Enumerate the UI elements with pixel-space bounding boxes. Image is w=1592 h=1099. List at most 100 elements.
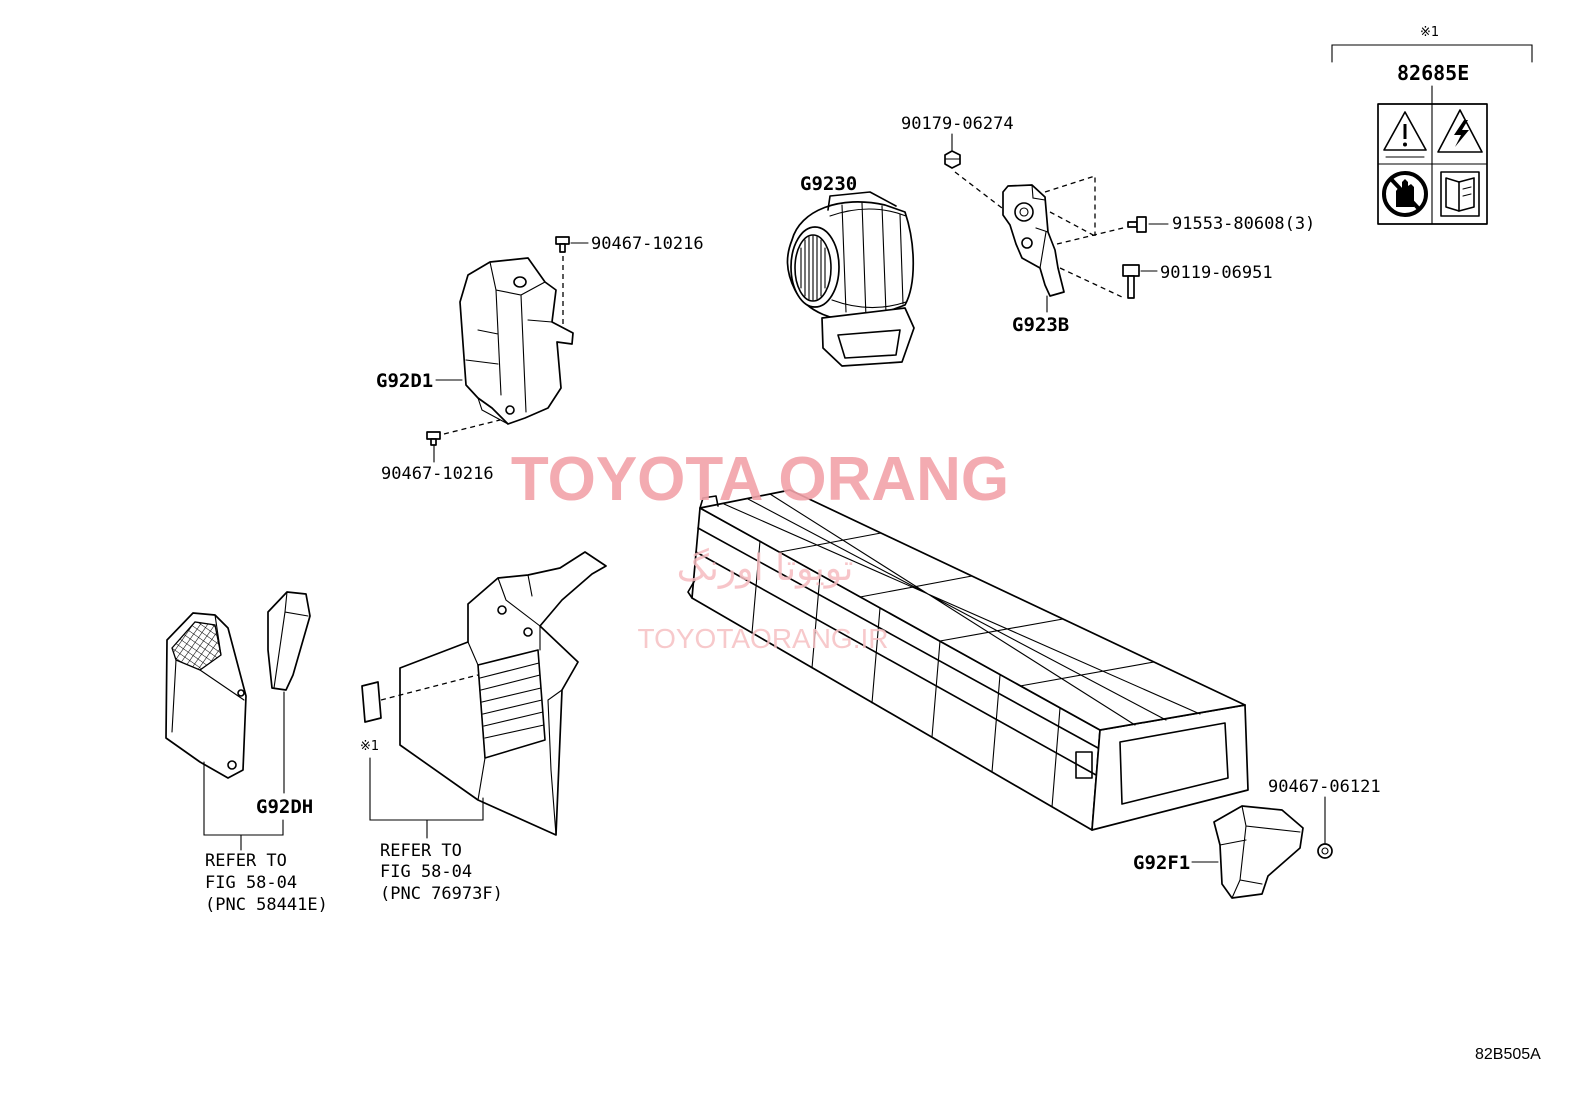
part-label-nut: 90179-06274 xyxy=(901,114,1014,134)
part-label-clip-right: 90467-06121 xyxy=(1268,777,1381,797)
bolt-head xyxy=(1122,264,1140,277)
part-label-bolt: 90119-06951 xyxy=(1160,263,1273,283)
ref-center-line1: REFER TO xyxy=(380,841,462,861)
bracket-group: G923B xyxy=(1002,175,1128,336)
duct-upper-tab-hole xyxy=(505,405,515,415)
duct-lower-edges xyxy=(1219,805,1301,899)
note-bracket xyxy=(1331,44,1533,63)
manual-right-page xyxy=(1458,177,1475,212)
watermark-main: TOYOTA ORANG xyxy=(511,445,1009,514)
nut-group: 90179-06274 xyxy=(901,114,1014,209)
voltage-triangle-shape xyxy=(1437,109,1483,153)
ref-center-line3: (PNC 76973F) xyxy=(380,884,503,904)
battery-top-ridges xyxy=(723,493,1201,726)
battery-harness xyxy=(695,527,1099,776)
duct-lower-group: 90467-06121 G92F1 xyxy=(1133,777,1381,899)
ref-bracket-center xyxy=(369,757,484,839)
trim-panel-body xyxy=(399,551,607,836)
trim-panel-hole-1 xyxy=(497,605,507,615)
clip-upper-head xyxy=(555,236,570,245)
screw-head xyxy=(1136,216,1147,233)
note-mark-top: ※1 xyxy=(1420,25,1439,40)
ref-bracket-left xyxy=(203,761,284,851)
caution-label-group: ※1 82685E xyxy=(1331,25,1533,225)
watermark: TOYOTA ORANG تویوتا اورنگ TOYOTAORANG.IR xyxy=(511,445,1009,654)
bracket-dash-top xyxy=(1044,175,1096,236)
part-label-blower: G9230 xyxy=(800,173,857,195)
screw-shank xyxy=(1127,221,1138,228)
battery-top-ribs xyxy=(779,532,1155,687)
cover-left-group: G92DH REFER TO FIG 58-04 (PNC 58441E) xyxy=(165,591,328,915)
screw-group: 91553-80608(3) xyxy=(1127,214,1315,234)
manual-line-1 xyxy=(1462,186,1472,190)
part-label-duct-upper: G92D1 xyxy=(376,370,433,392)
caution-label-dash xyxy=(380,674,479,701)
blower-outlet xyxy=(821,307,915,367)
bracket-hole-upper xyxy=(1014,202,1034,222)
manual-icon xyxy=(1440,171,1480,217)
bolt-group: 90119-06951 xyxy=(1122,263,1273,299)
battery-connector xyxy=(1075,751,1093,779)
trim-panel-group: ※1 REFER TO FIG 58-04 (PNC 76973F) xyxy=(360,551,607,904)
caution-label-small xyxy=(361,681,382,723)
blower-outlet-opening xyxy=(837,329,901,359)
blower-intake-rim xyxy=(790,226,840,308)
trim-panel-louver xyxy=(477,649,546,759)
part-label-bracket: G923B xyxy=(1012,314,1069,336)
battery-left-tab xyxy=(687,495,719,599)
figure-code: 82B505A xyxy=(1475,1046,1541,1063)
warning-triangle-shape xyxy=(1383,111,1427,151)
blower-group: G9230 xyxy=(786,173,915,367)
part-label-clip-lower: 90467-10216 xyxy=(381,464,494,484)
part-label-clip-upper: 90467-10216 xyxy=(591,234,704,254)
watermark-site: TOYOTAORANG.IR xyxy=(638,623,889,654)
ref-left-line3: (PNC 58441E) xyxy=(205,895,328,915)
clip-lower-stem xyxy=(430,438,437,446)
battery-pack xyxy=(687,489,1249,831)
ref-left-line1: REFER TO xyxy=(205,851,287,871)
duct-upper-edges xyxy=(465,261,553,425)
part-label-cover-left: G92DH xyxy=(256,796,313,818)
high-voltage-icon xyxy=(1437,109,1483,153)
bracket-hole-lower xyxy=(1021,237,1033,249)
blower-intake xyxy=(794,234,832,302)
cover-side-piece xyxy=(267,591,311,691)
trim-panel-hole-2 xyxy=(523,627,533,637)
battery-front-ribs xyxy=(751,540,1061,808)
manual-frame xyxy=(1440,171,1480,217)
nut-dash-line xyxy=(954,171,1003,209)
part-label-caution: 82685E xyxy=(1397,61,1469,85)
bracket-dash-screw xyxy=(1056,226,1128,245)
note-mark-panel: ※1 xyxy=(360,739,379,754)
bolt-shank xyxy=(1127,275,1135,299)
watermark-persian: تویوتا اورنگ xyxy=(677,547,854,589)
clip-right-center xyxy=(1321,847,1329,855)
bracket-dash-bolt xyxy=(1059,267,1123,298)
cover-side-edge xyxy=(273,591,309,689)
part-label-screw: 91553-80608(3) xyxy=(1172,214,1315,234)
duct-lower-body xyxy=(1213,805,1304,899)
warning-triangle-icon xyxy=(1383,111,1427,158)
blower-ribs xyxy=(829,202,907,319)
duct-upper-body xyxy=(459,257,574,425)
cover-left-tab xyxy=(237,689,245,697)
part-label-duct-lower: G92F1 xyxy=(1133,852,1190,874)
prohibit-slash xyxy=(1389,177,1421,211)
bracket-dash-mid xyxy=(1049,211,1096,237)
ref-center-line2: FIG 58-04 xyxy=(380,862,472,882)
duct-upper-group: 90467-10216 G92D1 90467-10216 xyxy=(376,234,704,484)
lightning-bolt xyxy=(1454,120,1469,147)
no-touch-icon xyxy=(1382,171,1428,217)
manual-line-2 xyxy=(1462,193,1472,197)
battery-end-panel xyxy=(1119,722,1229,805)
warning-exclamation-dot xyxy=(1403,142,1407,147)
trim-panel-slats xyxy=(479,662,545,739)
clip-lower-dash xyxy=(443,419,501,435)
duct-upper-boss xyxy=(513,276,527,288)
bracket-fold-line xyxy=(1031,184,1049,269)
blower-top-box xyxy=(827,191,897,211)
cover-left-hole xyxy=(227,760,237,770)
bracket-hole-inner xyxy=(1019,207,1029,217)
clip-right xyxy=(1317,843,1333,859)
